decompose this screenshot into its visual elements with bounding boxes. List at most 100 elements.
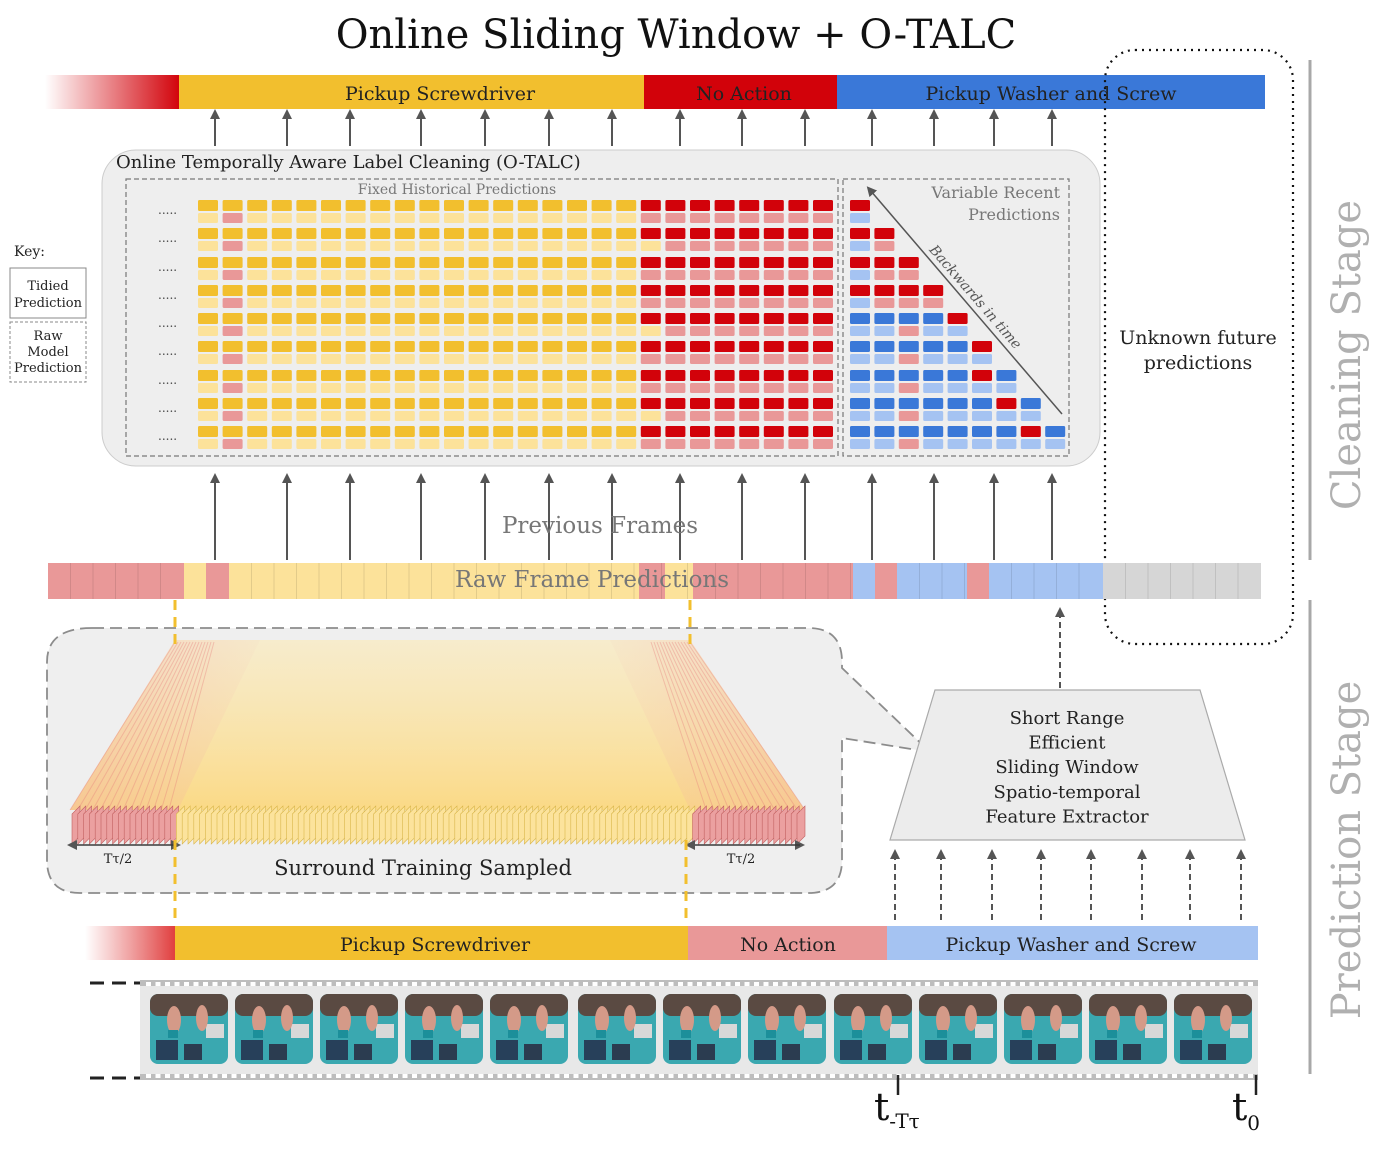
tidied-cell xyxy=(271,228,292,239)
raw-cell xyxy=(321,411,341,421)
row-ellipsis: ..... xyxy=(158,203,177,217)
raw-cell xyxy=(947,354,968,364)
raw-cell xyxy=(591,354,612,364)
tidied-cell xyxy=(419,228,440,239)
tidied-cell xyxy=(567,313,587,324)
sprocket-hole xyxy=(412,1074,417,1078)
sprocket-hole xyxy=(402,982,408,986)
sprocket-hole xyxy=(383,1074,389,1078)
top-action-bar: Pickup Screwdriver No Action Pickup Wash… xyxy=(45,75,1265,109)
sprocket-hole xyxy=(516,1074,522,1078)
raw-cell xyxy=(198,213,218,223)
top-segment-label: Pickup Washer and Screw xyxy=(925,83,1177,105)
sprocket-hole xyxy=(1172,982,1177,986)
raw-cell xyxy=(714,213,735,223)
raw-cell xyxy=(898,326,919,336)
sprocket-hole xyxy=(716,1074,721,1078)
raw-cell xyxy=(616,298,637,308)
tidied-cell xyxy=(665,285,686,296)
row-ellipsis: ..... xyxy=(158,429,177,443)
raw-cell xyxy=(788,298,809,308)
sprocket-hole xyxy=(1058,1074,1063,1078)
raw-cell xyxy=(763,383,784,393)
hand-right xyxy=(794,1005,806,1031)
sprocket-hole xyxy=(241,1074,246,1078)
tidied-cell xyxy=(813,426,833,437)
row-ellipsis: ..... xyxy=(158,373,177,387)
raw-cell xyxy=(542,326,563,336)
sprocket-hole xyxy=(687,982,693,986)
sprocket-hole xyxy=(1115,1074,1120,1078)
raw-cell xyxy=(972,411,992,421)
tidied-cell xyxy=(567,370,587,381)
tidied-cell xyxy=(947,426,968,437)
tidied-cell xyxy=(296,426,317,437)
raw-cell xyxy=(898,439,919,449)
frame-top xyxy=(1174,994,1252,1016)
sprocket-hole xyxy=(1219,1074,1225,1078)
tidied-cell xyxy=(321,426,341,437)
sprocket-hole xyxy=(421,1074,427,1078)
raw-cell xyxy=(247,383,268,393)
variable-recent-label: Variable Recent xyxy=(930,183,1060,202)
tidied-cell xyxy=(468,398,489,409)
raw-cell xyxy=(714,439,735,449)
raw-cell xyxy=(665,354,686,364)
sprocket-hole xyxy=(1077,982,1082,986)
raw-cell xyxy=(567,383,587,393)
raw-cell xyxy=(345,383,366,393)
hand-left xyxy=(422,1006,436,1034)
raw-cell xyxy=(247,354,268,364)
sprocket-hole xyxy=(564,1074,569,1078)
sprocket-hole xyxy=(383,982,389,986)
sprocket-hole xyxy=(1048,982,1054,986)
tidied-cell xyxy=(517,341,538,352)
sprocket-hole xyxy=(697,982,702,986)
raw-cell xyxy=(567,354,587,364)
tidied-cell xyxy=(763,200,784,211)
frame-top xyxy=(748,994,826,1016)
raw-cell xyxy=(271,298,292,308)
tidied-cell xyxy=(345,398,366,409)
tidied-cell xyxy=(321,370,341,381)
sprocket-hole xyxy=(906,982,911,986)
sprocket-hole xyxy=(820,1074,826,1078)
raw-cell xyxy=(370,298,391,308)
sprocket-hole xyxy=(345,982,351,986)
tidied-cell xyxy=(296,285,317,296)
raw-cell xyxy=(923,354,944,364)
raw-cell xyxy=(972,439,992,449)
raw-cell xyxy=(517,411,538,421)
raw-cell xyxy=(296,298,317,308)
tidied-cell xyxy=(972,426,992,437)
tidied-cell xyxy=(788,398,809,409)
raw-cell xyxy=(247,298,268,308)
fan-line xyxy=(683,641,791,811)
sprocket-hole xyxy=(1162,1074,1168,1078)
raw-cell xyxy=(296,270,317,280)
tidied-cell xyxy=(1020,398,1041,409)
sprocket-hole xyxy=(193,982,199,986)
sprocket-hole xyxy=(307,1074,313,1078)
frame-object xyxy=(184,1044,202,1060)
tidied-cell xyxy=(739,257,760,268)
tidied-cell xyxy=(444,257,464,268)
sprocket-hole xyxy=(1124,982,1130,986)
legend-key: Key: Tidied Prediction Raw Model Predict… xyxy=(9,244,87,383)
fan-line xyxy=(92,641,185,811)
tidied-cell xyxy=(714,370,735,381)
frame-object xyxy=(1010,1040,1032,1060)
raw-cell xyxy=(468,383,489,393)
raw-cell xyxy=(296,241,317,251)
raw-cell xyxy=(739,298,760,308)
half-window-left: Tτ/2 xyxy=(104,852,133,867)
sprocket-hole xyxy=(184,982,189,986)
frame-object xyxy=(496,1040,518,1060)
tidied-cell xyxy=(567,257,587,268)
raw-cell xyxy=(813,213,833,223)
sprocket-hole xyxy=(592,982,598,986)
input-arrows xyxy=(210,473,1057,560)
sprocket-hole xyxy=(773,1074,778,1078)
tidied-cell xyxy=(898,341,919,352)
sprocket-hole xyxy=(1181,1074,1187,1078)
